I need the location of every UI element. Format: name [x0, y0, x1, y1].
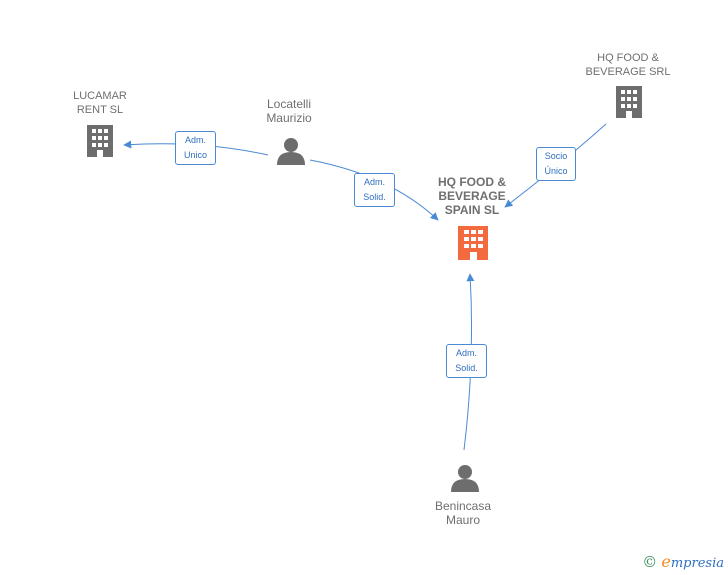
building-icon[interactable]: [87, 125, 113, 157]
logo-text: mpresia: [670, 556, 724, 571]
empresia-logo[interactable]: © empresia: [642, 552, 724, 571]
person-name-benincasa[interactable]: Benincasa Mauro: [434, 499, 492, 527]
person-icon[interactable]: [451, 465, 479, 492]
company-name-lucamar[interactable]: LUCAMAR RENT SL: [73, 90, 127, 116]
copyright-icon: ©: [642, 553, 658, 571]
edge-label-adm-unico: Adm. Unico: [175, 131, 216, 165]
company-name-hq-spain[interactable]: HQ FOOD & BEVERAGE SPAIN SL: [438, 175, 506, 217]
edge-label-adm-solid: Adm. Solid.: [354, 173, 395, 207]
person-name-locatelli[interactable]: Locatelli Maurizio: [266, 97, 312, 125]
company-name-hq-srl[interactable]: HQ FOOD & BEVERAGE SRL: [585, 52, 671, 78]
person-icon[interactable]: [277, 138, 305, 165]
edge-label-socio-unico: Socio Único: [536, 147, 576, 181]
edge-label-adm-solid: Adm. Solid.: [446, 344, 487, 378]
building-icon[interactable]: [616, 86, 642, 118]
logo-e: e: [661, 552, 671, 571]
main-building-icon[interactable]: [458, 226, 488, 260]
